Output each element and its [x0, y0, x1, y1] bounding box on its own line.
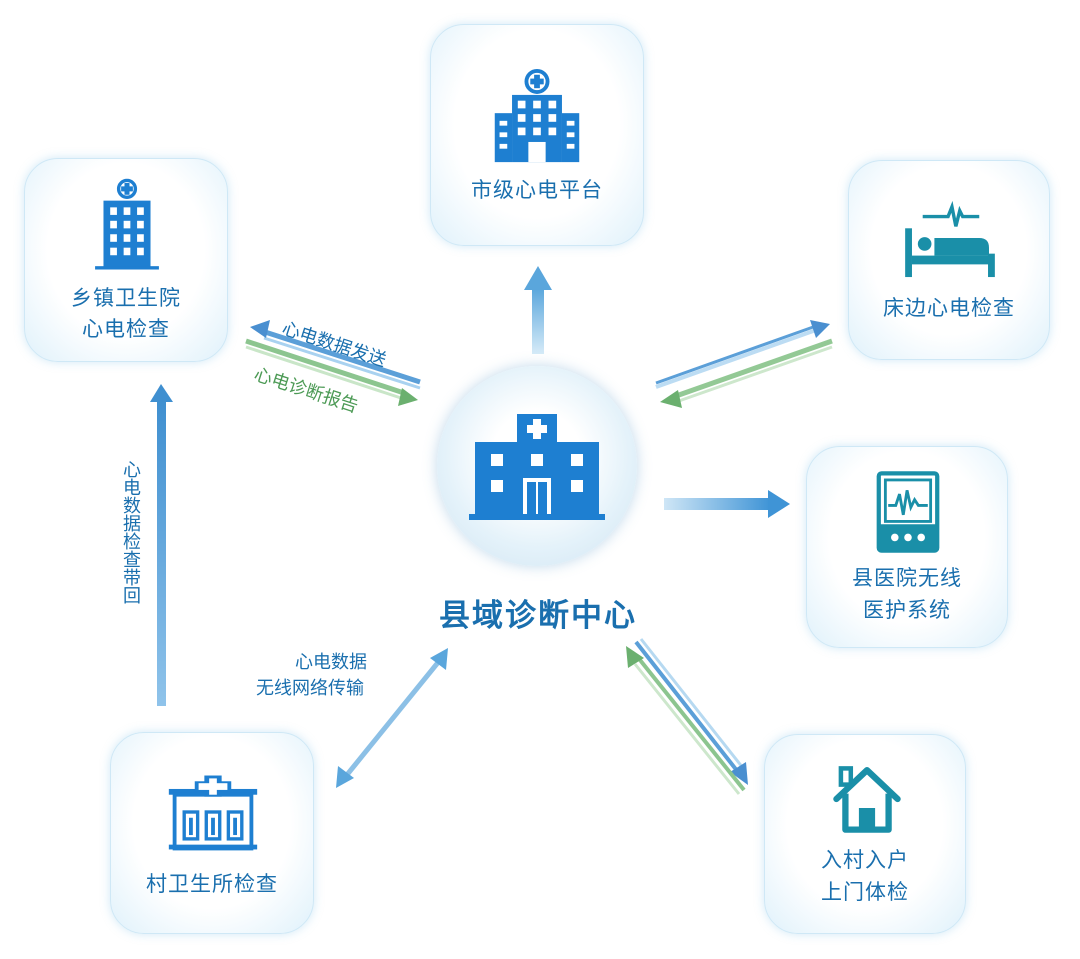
edge-label-data-bring-back: 心电数据检查带回: [120, 460, 141, 604]
house-icon: [833, 766, 901, 833]
node-label-line2: 医护系统: [863, 598, 951, 622]
arrow-center-to-bedside: [655, 320, 830, 389]
node-label: 市级心电平台: [471, 178, 603, 202]
hospital-building-icon: [494, 69, 580, 163]
hospital-tower-icon: [95, 178, 159, 270]
node-county-wireless: 县医院无线 医护系统: [806, 446, 1008, 648]
node-label: 村卫生所检查: [146, 872, 278, 896]
arrow-village-to-township: [150, 384, 173, 706]
arrow-center-to-township: [250, 320, 421, 390]
node-label-line2: 心电检查: [82, 317, 170, 341]
node-label-line2: 上门体检: [821, 880, 909, 904]
node-label-line1: 入村入户: [821, 848, 909, 872]
node-city-platform: 市级心电平台: [430, 24, 644, 246]
arrow-center-to-home: [634, 638, 748, 785]
node-home-visit: 入村入户 上门体检: [764, 734, 966, 934]
ecg-monitor-icon: [876, 471, 940, 553]
node-label-line1: 县医院无线: [852, 566, 962, 590]
node-township-hospital: 乡镇卫生院 心电检查: [24, 158, 228, 362]
arrow-center-village-bidirectional: [336, 648, 448, 788]
hospital-bed-ecg-icon: [905, 201, 995, 278]
node-label: 床边心电检查: [883, 296, 1015, 320]
edge-label-wireless-line2: 无线网络传输: [256, 678, 364, 699]
center-label: 县域诊断中心: [439, 598, 637, 634]
center-hub: [437, 366, 637, 566]
edge-label-wireless-line1: 心电数据: [295, 652, 367, 673]
node-village-clinic: 村卫生所检查: [110, 732, 314, 934]
node-label-line1: 乡镇卫生院: [71, 286, 181, 310]
arrow-center-to-city: [524, 266, 552, 354]
arrow-home-to-center: [626, 646, 746, 795]
county-hospital-icon: [469, 414, 605, 520]
arrow-township-to-center: [245, 338, 418, 406]
node-bedside-ecg: 床边心电检查: [848, 160, 1050, 360]
clinic-building-icon: [168, 775, 258, 851]
arrow-bedside-to-center: [660, 338, 833, 408]
arrow-center-to-wireless: [664, 490, 790, 518]
